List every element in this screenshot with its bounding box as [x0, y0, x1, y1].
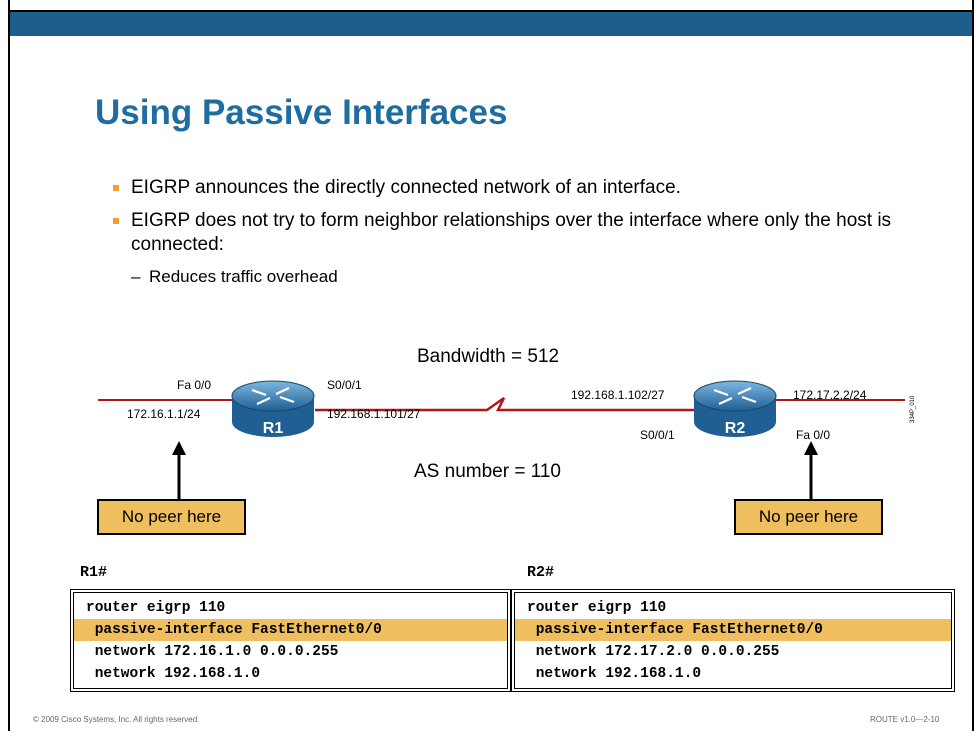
r1-prompt: R1#	[80, 564, 108, 581]
no-peer-callout-r2: No peer here	[734, 499, 883, 535]
r2-fa-address: 172.17.2.2/24	[793, 388, 867, 402]
r2-config-box: router eigrp 110 passive-interface FastE…	[511, 589, 955, 692]
config-line: network 172.16.1.0 0.0.0.255	[86, 644, 339, 660]
course-label: ROUTE v1.0—2-10	[870, 715, 940, 724]
slide-border-left	[8, 0, 10, 731]
sub-bullet-text: Reduces traffic overhead	[149, 267, 338, 286]
figure-id: 334P_010	[910, 395, 916, 423]
arrow-up-icon	[804, 441, 818, 500]
r1-fa-interface: Fa 0/0	[177, 378, 211, 392]
config-line-highlighted: passive-interface FastEthernet0/0	[515, 619, 951, 641]
r2-prompt: R2#	[527, 564, 555, 581]
r2-serial-interface: S0/0/1	[640, 428, 675, 442]
bullet-list: EIGRP announces the directly connected n…	[110, 176, 900, 288]
bullet-text: EIGRP announces the directly connected n…	[131, 177, 681, 198]
bandwidth-label: Bandwidth = 512	[417, 346, 559, 367]
arrow-up-icon	[172, 441, 186, 500]
bullet-marker	[113, 185, 119, 191]
slide-border-right	[972, 0, 974, 731]
router-r2-label: R2	[725, 420, 746, 437]
bullet-marker	[113, 218, 119, 224]
r2-serial-address: 192.168.1.102/27	[571, 388, 665, 402]
bullet-item: EIGRP does not try to form neighbor rela…	[110, 209, 900, 257]
config-line: router eigrp 110	[527, 600, 667, 616]
r1-serial-interface: S0/0/1	[327, 378, 362, 392]
sub-bullet-item: – Reduces traffic overhead	[110, 266, 900, 288]
config-line: network 192.168.1.0	[86, 666, 261, 682]
config-line-highlighted: passive-interface FastEthernet0/0	[74, 619, 507, 641]
router-r2-icon	[693, 380, 777, 437]
sub-bullet-marker: –	[131, 267, 141, 286]
r1-config-box: router eigrp 110 passive-interface FastE…	[70, 589, 511, 692]
router-r1-label: R1	[263, 420, 284, 437]
serial-link	[315, 396, 700, 412]
as-number-label: AS number = 110	[414, 461, 561, 482]
router-r1-icon	[231, 380, 315, 437]
r2-fa-interface: Fa 0/0	[796, 428, 830, 442]
copyright-text: © 2009 Cisco Systems, Inc. All rights re…	[33, 715, 200, 724]
no-peer-callout-r1: No peer here	[97, 499, 246, 535]
header-bar	[10, 10, 972, 36]
config-line: network 192.168.1.0	[527, 666, 702, 682]
r1-fa-address: 172.16.1.1/24	[127, 407, 201, 421]
bullet-item: EIGRP announces the directly connected n…	[110, 176, 900, 200]
bullet-text: EIGRP does not try to form neighbor rela…	[131, 210, 892, 255]
slide-title: Using Passive Interfaces	[95, 93, 508, 132]
config-line: router eigrp 110	[86, 600, 226, 616]
r1-serial-address: 192.168.1.101/27	[327, 407, 421, 421]
config-line: network 172.17.2.0 0.0.0.255	[527, 644, 780, 660]
